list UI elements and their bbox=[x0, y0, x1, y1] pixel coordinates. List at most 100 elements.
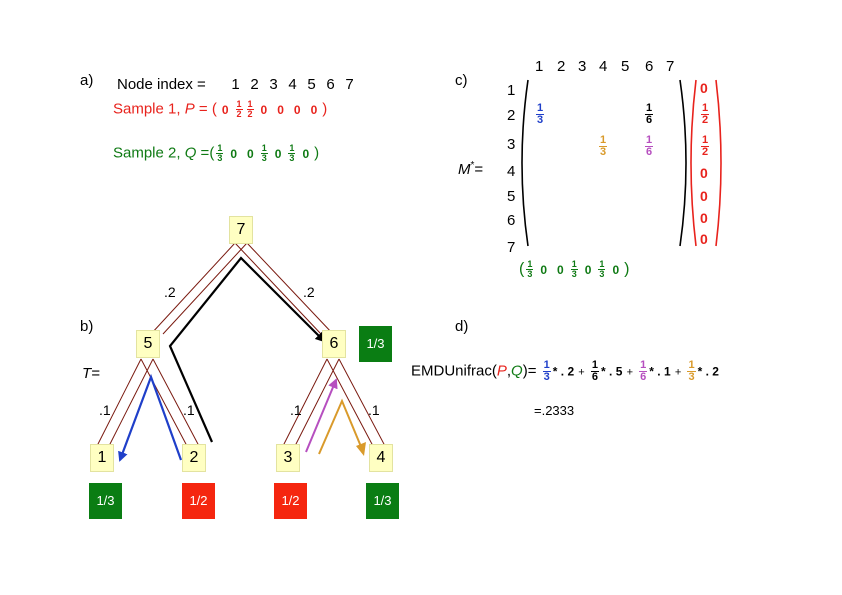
edge-7-5 bbox=[150, 242, 248, 335]
edge-6-4 bbox=[326, 358, 386, 447]
edge-7-6 bbox=[234, 242, 334, 335]
emd-term-mult: * . 2 bbox=[552, 364, 575, 379]
sample2-eq: =( bbox=[196, 144, 215, 162]
matrix-col-index: 7 bbox=[666, 58, 675, 75]
node-index: 2 bbox=[250, 76, 259, 93]
entry-num: 1 bbox=[645, 102, 654, 115]
sample1-close: ) bbox=[322, 100, 328, 118]
emd-arg-q: Q bbox=[511, 362, 523, 380]
emd-arg-p: P bbox=[496, 362, 507, 380]
matrix-row-index: 7 bbox=[507, 239, 516, 256]
edge-label: .1 bbox=[290, 402, 302, 418]
bottom-vector-close: ) bbox=[624, 260, 630, 278]
sample1-value: 0 bbox=[310, 102, 318, 117]
emd-plus: + bbox=[578, 366, 585, 379]
tree-edges bbox=[96, 242, 386, 447]
sample2-value: 0 bbox=[247, 146, 254, 161]
tree-node-4: 4 bbox=[369, 444, 393, 472]
matrix-label: M*= bbox=[458, 160, 483, 178]
matrix-label-text: M bbox=[458, 161, 471, 178]
sample1-value: 0 bbox=[277, 102, 284, 117]
sample2-var: Q bbox=[184, 144, 197, 162]
bottom-vector-value: 0 bbox=[540, 262, 548, 277]
orange-arrow-head bbox=[356, 442, 366, 456]
matrix-row-index: 2 bbox=[507, 107, 516, 124]
matrix-row-index: 1 bbox=[507, 82, 516, 99]
tree-label-text: T= bbox=[82, 365, 100, 382]
entry-num: 1 bbox=[536, 102, 545, 115]
entry-den: 3 bbox=[600, 146, 607, 158]
edge-5-2 bbox=[140, 358, 200, 447]
bottom-vector-value: 0 bbox=[557, 262, 564, 277]
matrix-row-index: 3 bbox=[507, 136, 516, 153]
entry-num: 1 bbox=[599, 134, 608, 147]
matrix-left-paren bbox=[521, 79, 529, 247]
edge-label: .1 bbox=[183, 402, 195, 418]
right-vector-value: 0 bbox=[700, 210, 708, 226]
sample1-eq: = ( bbox=[194, 100, 217, 118]
bottom-vector-open: ( bbox=[519, 260, 525, 278]
node-index: 4 bbox=[288, 76, 297, 93]
right-vector-value: 0 bbox=[700, 80, 708, 96]
edge-label: .2 bbox=[164, 284, 176, 300]
matrix-label-eq: = bbox=[474, 161, 484, 178]
emd-plus: + bbox=[626, 366, 633, 379]
blue-arrow bbox=[118, 373, 183, 462]
panel-label-b: b) bbox=[80, 318, 94, 335]
sample1-value: 0 bbox=[293, 102, 301, 117]
emd-term-mult: * . 5 bbox=[601, 364, 623, 379]
weight-box-node3: 1/2 bbox=[274, 483, 307, 519]
matrix-label-sup: * bbox=[470, 160, 475, 171]
matrix-col-index: 6 bbox=[645, 58, 654, 75]
sample2-value: 0 bbox=[302, 146, 310, 161]
tree-label: T= bbox=[82, 365, 100, 382]
matrix-col-index: 4 bbox=[599, 58, 608, 75]
right-vector-value: 0 bbox=[700, 188, 708, 204]
black-arrow bbox=[168, 256, 326, 443]
sample2-label: Sample 2, bbox=[113, 144, 185, 162]
sample2-value: 0 bbox=[230, 146, 238, 161]
matrix-col-index: 3 bbox=[578, 58, 587, 75]
emd-plus: + bbox=[674, 366, 682, 379]
tree-node-6: 6 bbox=[322, 330, 346, 358]
right-vector-value: 0 bbox=[700, 231, 708, 247]
bottom-vector-value: 0 bbox=[612, 262, 620, 277]
matrix-row-index: 6 bbox=[507, 212, 516, 229]
emd-close: )= bbox=[522, 362, 537, 380]
weight-box-node4: 1/3 bbox=[366, 483, 399, 519]
sample1-var: P bbox=[184, 100, 195, 118]
matrix-row-index: 5 bbox=[507, 188, 516, 205]
emd-func: EMDUnifrac( bbox=[411, 362, 497, 380]
tree-node-3: 3 bbox=[276, 444, 300, 472]
entry-num: 1 bbox=[645, 134, 654, 147]
node-index: 5 bbox=[307, 76, 316, 93]
vector-right-paren bbox=[715, 79, 722, 247]
panel-label-d: d) bbox=[455, 318, 469, 335]
panel-label-a: a) bbox=[80, 72, 94, 89]
bottom-vector-value: 0 bbox=[584, 262, 592, 277]
tree-node-5: 5 bbox=[136, 330, 160, 358]
sample2-value: 0 bbox=[274, 146, 282, 161]
node-index: 1 bbox=[231, 76, 240, 93]
matrix-right-paren bbox=[679, 79, 687, 247]
